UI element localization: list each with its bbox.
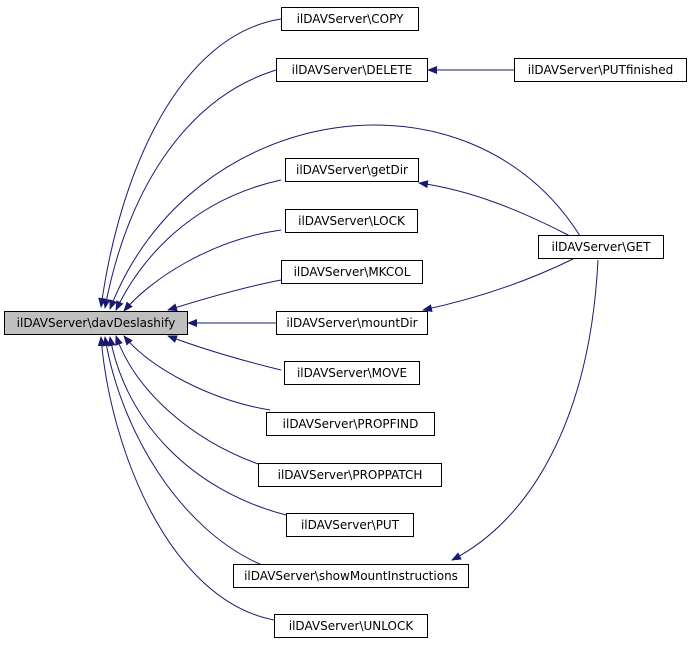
edge-delete-to-root [102, 69, 277, 309]
node-get[interactable]: ilDAVServer\GET [538, 235, 664, 259]
edge-get-to-getdir [418, 180, 571, 237]
edge-showmount-to-root [102, 336, 263, 566]
node-propfind[interactable]: ilDAVServer\PROPFIND [266, 412, 435, 436]
edge-propfind-to-root [123, 335, 271, 411]
edge-showmount-to-get [451, 259, 599, 561]
node-move[interactable]: ilDAVServer\MOVE [284, 361, 420, 385]
node-davdeslashify[interactable]: ilDAVServer\davDeslashify [4, 311, 188, 335]
node-delete[interactable]: ilDAVServer\DELETE [276, 58, 428, 82]
edge-get-to-root [109, 124, 581, 310]
node-unlock[interactable]: ilDAVServer\UNLOCK [274, 614, 428, 638]
node-mountdir[interactable]: ilDAVServer\mountDir [276, 311, 428, 335]
edge-unlock-to-root [97, 336, 275, 621]
edge-proppatch-to-root [115, 335, 262, 466]
edge-mkcol-to-root [167, 279, 282, 312]
edge-lock-to-root [123, 229, 282, 312]
node-put[interactable]: ilDAVServer\PUT [286, 513, 414, 537]
node-lock[interactable]: ilDAVServer\LOCK [285, 209, 418, 233]
node-mkcol[interactable]: ilDAVServer\MKCOL [281, 260, 423, 284]
node-showmountinstructions[interactable]: ilDAVServer\showMountInstructions [233, 564, 469, 588]
node-copy[interactable]: ilDAVServer\COPY [281, 7, 419, 31]
edge-get-to-mountdir [422, 258, 574, 313]
edge-copy-to-root [98, 18, 282, 308]
edge-put-to-root [107, 336, 287, 516]
node-getdir[interactable]: ilDAVServer\getDir [285, 158, 419, 182]
edge-getdir-to-root [115, 179, 282, 311]
node-putfinished[interactable]: ilDAVServer\PUTfinished [514, 58, 687, 82]
edge-move-to-root [167, 335, 282, 371]
node-proppatch[interactable]: ilDAVServer\PROPPATCH [258, 463, 442, 487]
